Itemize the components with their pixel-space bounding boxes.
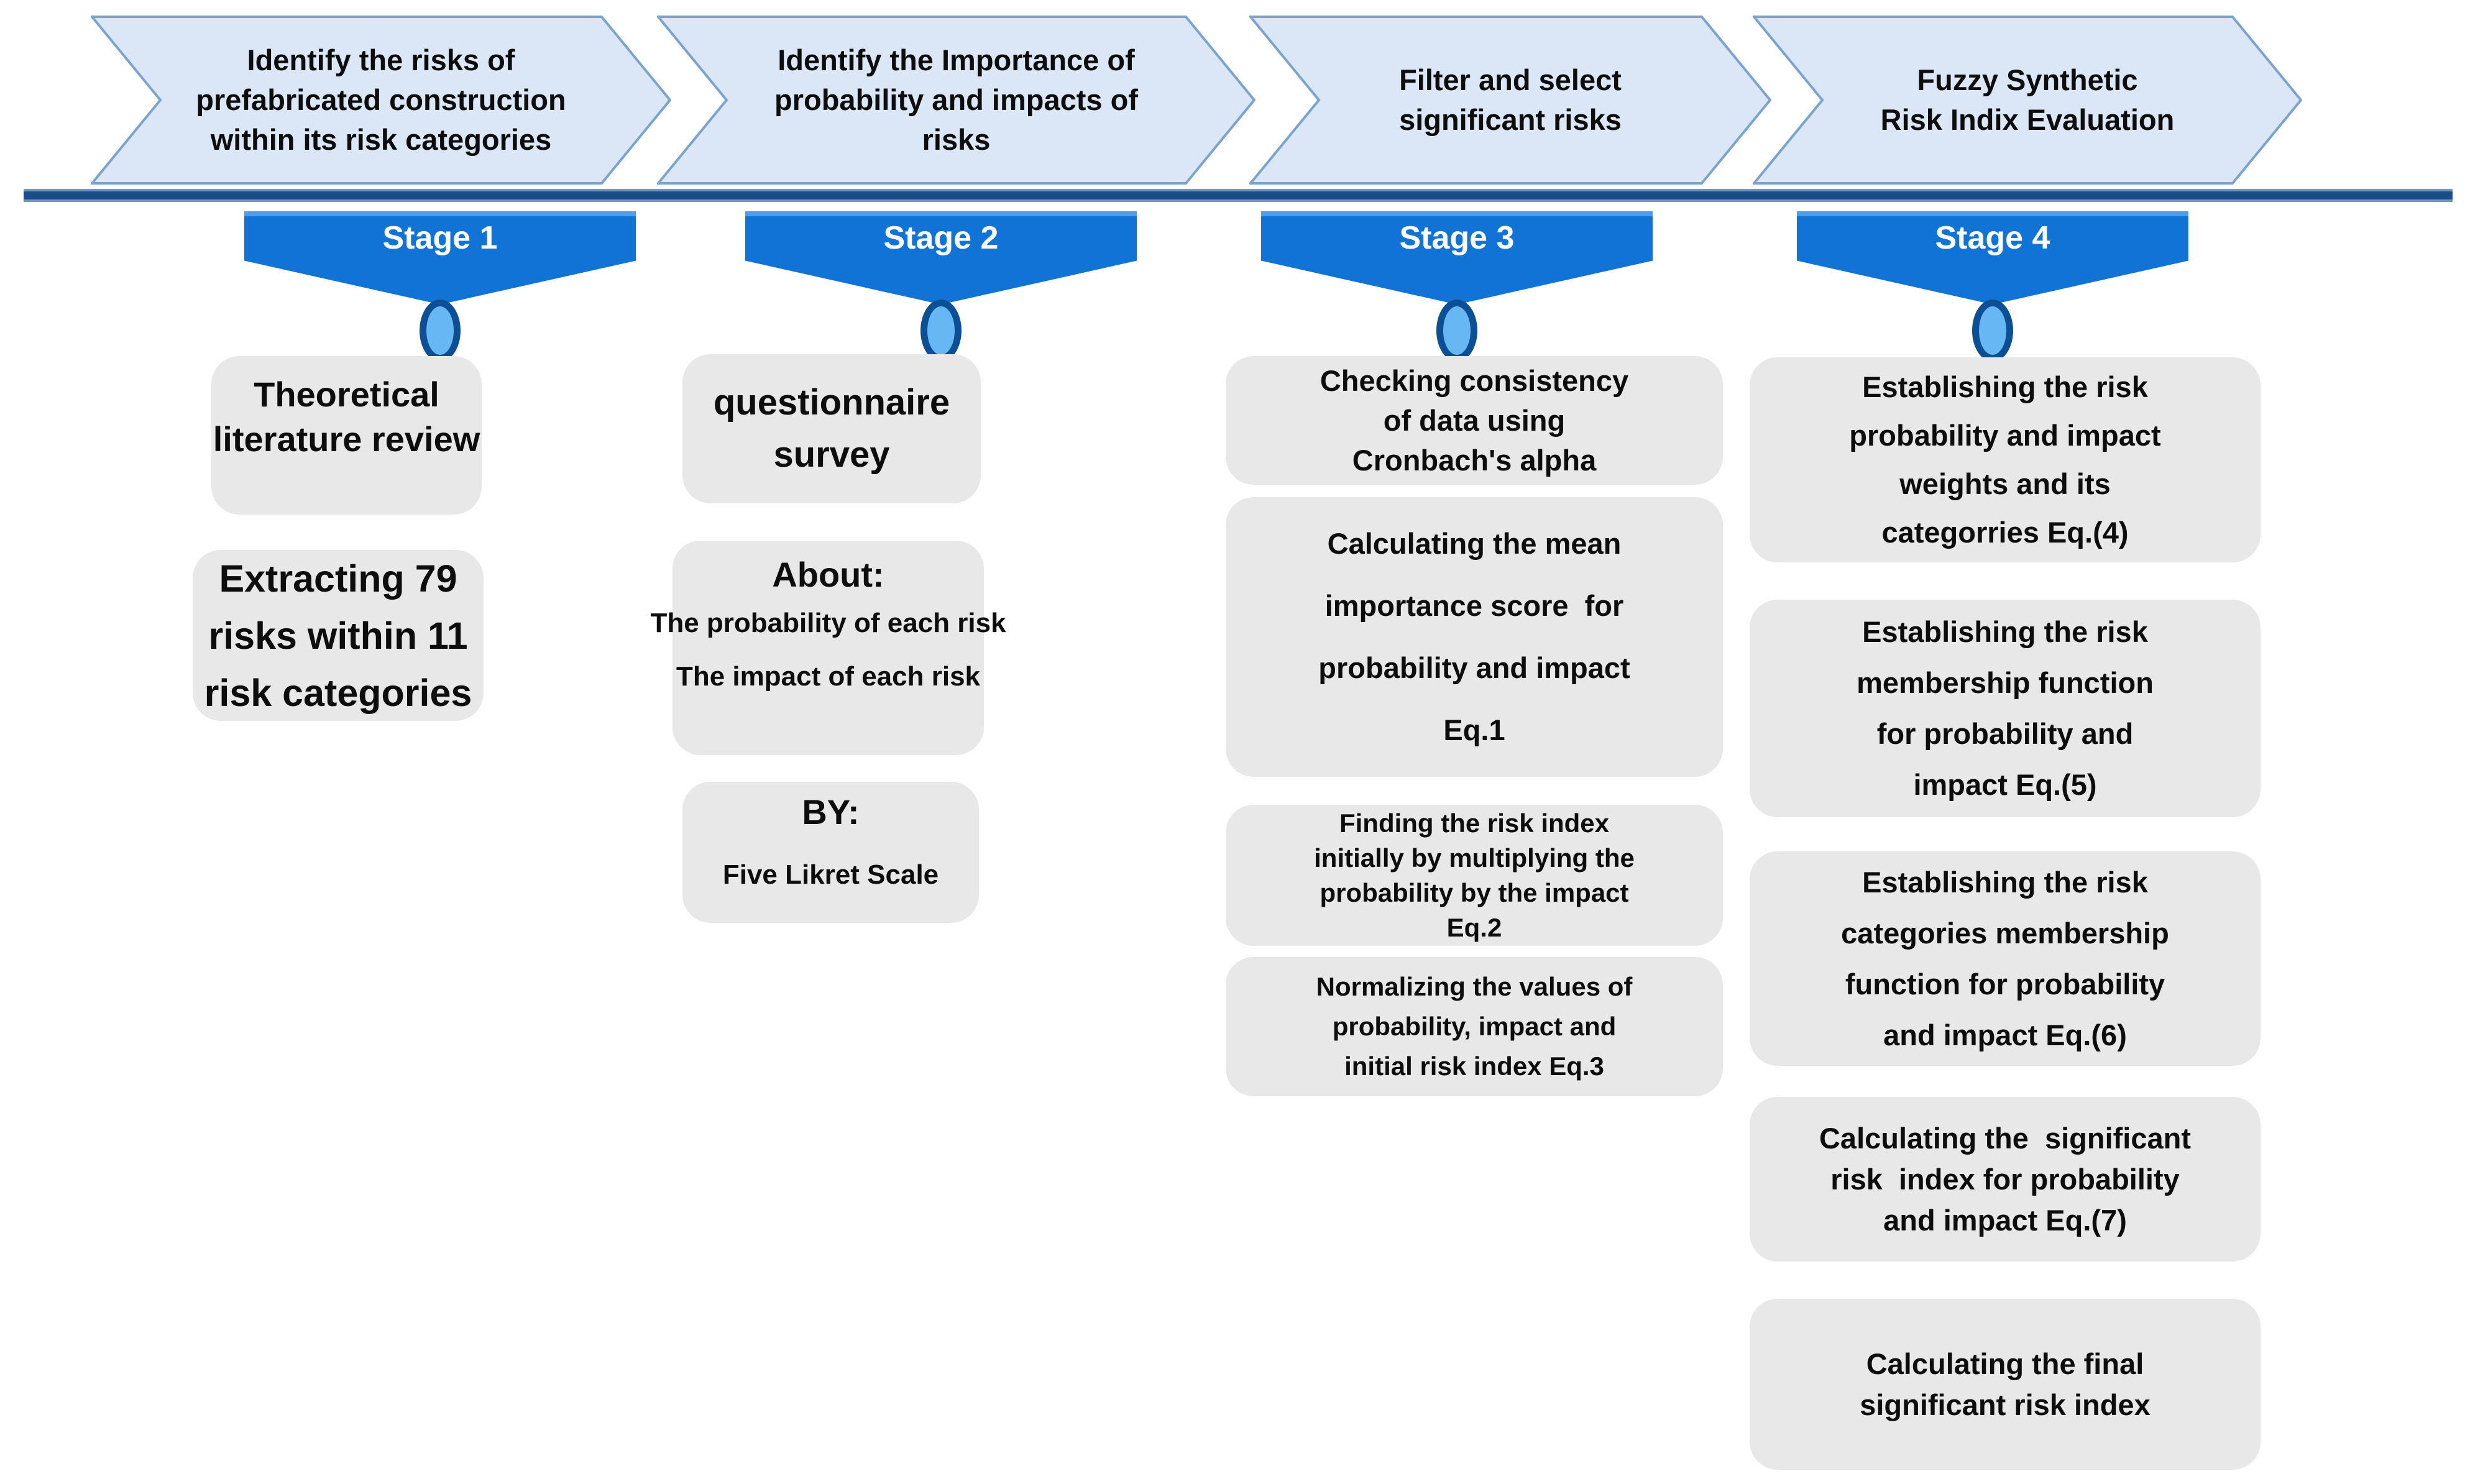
box-line: membership function (1857, 666, 2154, 699)
chevron-1-line-1: Identify the risks of (247, 44, 515, 76)
box-line: probability, impact and (1332, 1012, 1617, 1041)
box-line: risks within 11 (208, 614, 468, 657)
box-line: Finding the risk index (1339, 808, 1610, 838)
stage-2-box-by-likert: BY: Five Likret Scale (682, 782, 979, 923)
stage-4-box-categories-membership: Establishing the risk categories members… (1750, 851, 2261, 1066)
box-line: Eq.2 (1446, 912, 1502, 942)
box-line: Establishing the risk (1862, 615, 2148, 648)
box-line: Normalizing the values of (1316, 972, 1633, 1001)
stage-1-box-literature-review: Theoretical literature review (211, 356, 482, 515)
box-line: initially by multiplying the (1314, 843, 1635, 873)
stage-4-box-risk-membership: Establishing the risk membership functio… (1750, 600, 2261, 817)
chevron-2-line-2: probability and impacts of (774, 83, 1138, 116)
box-line: risk categories (204, 671, 472, 714)
chevron-stage-2 (657, 16, 1255, 185)
box-line: Cronbach's alpha (1352, 443, 1597, 477)
stage-2-banner: Stage 2 (745, 211, 1137, 305)
box-line: and impact Eq.(6) (1883, 1018, 2127, 1051)
chevron-label-stage-3: Filter and select significant risks (1324, 16, 1697, 185)
stage-2-banner-label: Stage 2 (883, 220, 999, 256)
box-line: probability by the impact (1320, 877, 1629, 907)
box-line: The probability of each risk (650, 608, 1006, 638)
box-line: Five Likret Scale (722, 859, 939, 890)
chevron-4-line-2: Risk Indix Evaluation (1880, 103, 2175, 136)
box-line: Establishing the risk (1862, 865, 2148, 899)
chevron-1-line-3: within its risk categories (210, 123, 552, 156)
box-line: Eq.1 (1443, 713, 1505, 746)
chevron-2-line-1: Identify the Importance of (778, 44, 1135, 76)
box-line: Calculating the significant (1819, 1121, 2191, 1155)
chevron-label-stage-2: Identify the Importance of probability a… (732, 16, 1181, 185)
chevron-2-line-3: risks (922, 123, 991, 156)
chevron-label-stage-4: Fuzzy Synthetic Risk Indix Evaluation (1827, 16, 2228, 185)
box-line: function for probability (1845, 967, 2165, 1001)
stage-1-box-extracting-risks: Extracting 79 risks within 11 risk categ… (193, 550, 484, 721)
stage-4-banner: Stage 4 (1797, 211, 2188, 305)
chevron-stage-4 (1753, 16, 2302, 185)
box-line: categories membership (1841, 916, 2169, 950)
chevron-3-line-2: significant risks (1399, 103, 1622, 136)
stage-3-connector-dot (1436, 300, 1477, 362)
stage-3-banner: Stage 3 (1261, 211, 1653, 305)
box-line: for probability and (1876, 717, 2134, 750)
stage-4-box-weights: Establishing the risk probability and im… (1750, 357, 2261, 562)
box-line: The impact of each risk (676, 661, 981, 692)
chevron-stage-1 (91, 16, 671, 185)
box-line: categorries Eq.(4) (1881, 516, 2129, 549)
stage-1-connector-dot (420, 300, 461, 362)
box-heading: About: (772, 555, 884, 594)
box-line: Calculating the mean (1327, 527, 1622, 560)
box-line: and impact Eq.(7) (1883, 1203, 2127, 1237)
box-line: Calculating the final (1866, 1347, 2144, 1380)
box-line: Checking consistency (1320, 364, 1629, 397)
stage-4-box-final-index: Calculating the final significant risk i… (1750, 1299, 2261, 1470)
stage-3-box-cronbach: Checking consistency of data using Cronb… (1226, 356, 1723, 485)
stage-3-box-normalizing: Normalizing the values of probability, i… (1226, 957, 1723, 1096)
stage-3-box-mean-score: Calculating the mean importance score fo… (1226, 497, 1723, 777)
stage-4-connector-dot (1972, 300, 2013, 362)
stage-1-banner: Stage 1 (244, 211, 636, 305)
chevron-stage-3 (1249, 16, 1771, 185)
box-line: questionnaire (713, 382, 950, 423)
chevron-4-line-1: Fuzzy Synthetic (1917, 63, 2138, 96)
box-line: Theoretical (254, 375, 439, 414)
box-line: probability and impact (1318, 651, 1630, 684)
stage-4-box-significant-index: Calculating the significant risk index f… (1750, 1097, 2261, 1262)
chevron-3-line-1: Filter and select (1399, 63, 1622, 96)
box-heading: BY: (802, 792, 860, 831)
stage-2-box-questionnaire-survey: questionnaire survey (682, 354, 981, 503)
stage-3-banner-label: Stage 3 (1399, 220, 1515, 256)
chevron-1-line-2: prefabricated construction (196, 83, 566, 116)
stage-3-box-risk-index: Finding the risk index initially by mult… (1226, 805, 1723, 946)
box-line: literature review (213, 419, 480, 459)
stage-1-banner-label: Stage 1 (382, 220, 498, 256)
box-line: significant risk index (1860, 1388, 2151, 1421)
stage-2-box-about: About: The probability of each risk The … (650, 541, 1006, 755)
box-line: Extracting 79 (219, 557, 457, 600)
box-line: survey (773, 434, 890, 475)
stage-2-connector-dot (920, 300, 962, 362)
box-line: weights and its (1899, 467, 2111, 500)
box-line: initial risk index Eq.3 (1344, 1051, 1604, 1081)
box-line: Establishing the risk (1862, 370, 2148, 403)
stage-4-banner-label: Stage 4 (1935, 220, 2050, 256)
box-line: of data using (1383, 403, 1566, 437)
chevron-label-stage-1: Identify the risks of prefabricated cons… (165, 16, 597, 185)
box-line: impact Eq.(5) (1913, 768, 2097, 801)
box-line: probability and impact (1849, 419, 2161, 452)
box-line: importance score for (1324, 589, 1624, 622)
divider-rule (24, 189, 2453, 202)
box-line: risk index for probability (1830, 1162, 2180, 1196)
